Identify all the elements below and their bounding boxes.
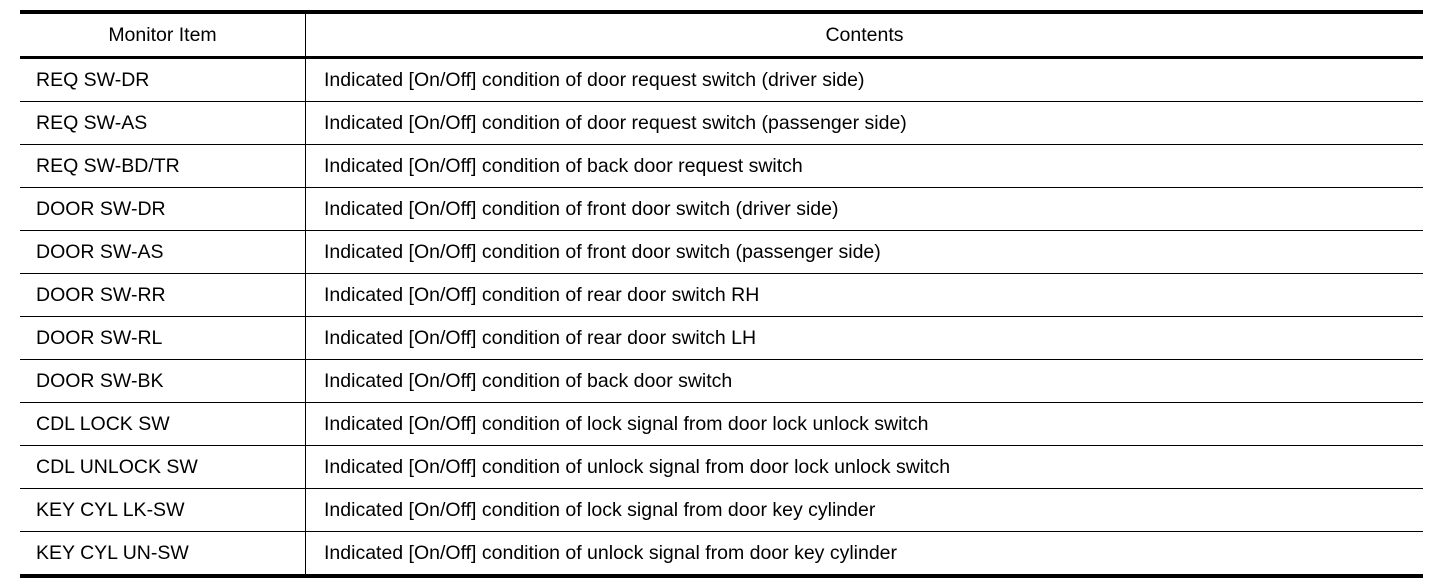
table-header-row: Monitor Item Contents — [20, 10, 1423, 59]
column-header-contents-label: Contents — [825, 23, 904, 46]
table-row: REQ SW-AS Indicated [On/Off] condition o… — [20, 101, 1423, 145]
cell-monitor-item: KEY CYL UN-SW — [20, 531, 306, 578]
contents-label: Indicated [On/Off] condition of lock sig… — [324, 412, 929, 435]
table-row: DOOR SW-RL Indicated [On/Off] condition … — [20, 316, 1423, 360]
cell-contents: Indicated [On/Off] condition of lock sig… — [305, 402, 1423, 446]
cell-monitor-item: CDL LOCK SW — [20, 402, 306, 446]
monitor-item-label: DOOR SW-RR — [36, 283, 166, 306]
table-body: REQ SW-DR Indicated [On/Off] condition o… — [20, 57, 1423, 578]
cell-monitor-item: DOOR SW-BK — [20, 359, 306, 403]
cell-contents: Indicated [On/Off] condition of rear doo… — [305, 316, 1423, 360]
contents-label: Indicated [On/Off] condition of back doo… — [324, 154, 803, 177]
table-row: CDL UNLOCK SW Indicated [On/Off] conditi… — [20, 445, 1423, 489]
table-row: DOOR SW-BK Indicated [On/Off] condition … — [20, 359, 1423, 403]
cell-monitor-item: DOOR SW-RR — [20, 273, 306, 317]
monitor-item-label: DOOR SW-DR — [36, 197, 166, 220]
table-header: Monitor Item Contents — [20, 10, 1423, 59]
column-header-monitor-item: Monitor Item — [20, 10, 306, 59]
table-row: KEY CYL LK-SW Indicated [On/Off] conditi… — [20, 488, 1423, 532]
table-row: REQ SW-BD/TR Indicated [On/Off] conditio… — [20, 144, 1423, 188]
contents-label: Indicated [On/Off] condition of back doo… — [324, 369, 733, 392]
table-row: DOOR SW-RR Indicated [On/Off] condition … — [20, 273, 1423, 317]
contents-label: Indicated [On/Off] condition of door req… — [324, 68, 865, 91]
monitor-item-label: CDL LOCK SW — [36, 412, 170, 435]
cell-monitor-item: REQ SW-DR — [20, 57, 306, 102]
monitor-item-label: REQ SW-DR — [36, 68, 150, 91]
cell-monitor-item: CDL UNLOCK SW — [20, 445, 306, 489]
monitor-item-label: KEY CYL LK-SW — [36, 498, 185, 521]
contents-label: Indicated [On/Off] condition of unlock s… — [324, 541, 898, 564]
contents-label: Indicated [On/Off] condition of unlock s… — [324, 455, 951, 478]
table-row: DOOR SW-DR Indicated [On/Off] condition … — [20, 187, 1423, 231]
contents-label: Indicated [On/Off] condition of rear doo… — [324, 326, 757, 349]
table-row: KEY CYL UN-SW Indicated [On/Off] conditi… — [20, 531, 1423, 578]
cell-monitor-item: DOOR SW-DR — [20, 187, 306, 231]
monitor-item-label: DOOR SW-RL — [36, 326, 163, 349]
table-row: CDL LOCK SW Indicated [On/Off] condition… — [20, 402, 1423, 446]
cell-monitor-item: KEY CYL LK-SW — [20, 488, 306, 532]
column-header-contents: Contents — [305, 10, 1423, 59]
contents-label: Indicated [On/Off] condition of lock sig… — [324, 498, 876, 521]
cell-contents: Indicated [On/Off] condition of unlock s… — [305, 531, 1423, 578]
data-monitor-item-table: Monitor Item Contents REQ SW-DR Indicate… — [20, 10, 1423, 578]
cell-contents: Indicated [On/Off] condition of back doo… — [305, 144, 1423, 188]
contents-label: Indicated [On/Off] condition of rear doo… — [324, 283, 760, 306]
monitor-item-label: CDL UNLOCK SW — [36, 455, 198, 478]
contents-label: Indicated [On/Off] condition of door req… — [324, 111, 907, 134]
cell-contents: Indicated [On/Off] condition of back doo… — [305, 359, 1423, 403]
monitor-item-label: DOOR SW-AS — [36, 240, 164, 263]
contents-label: Indicated [On/Off] condition of front do… — [324, 197, 839, 220]
monitor-item-label: REQ SW-BD/TR — [36, 154, 180, 177]
cell-contents: Indicated [On/Off] condition of rear doo… — [305, 273, 1423, 317]
cell-contents: Indicated [On/Off] condition of door req… — [305, 101, 1423, 145]
cell-contents: Indicated [On/Off] condition of front do… — [305, 230, 1423, 274]
monitor-item-label: REQ SW-AS — [36, 111, 148, 134]
cell-contents: Indicated [On/Off] condition of lock sig… — [305, 488, 1423, 532]
cell-monitor-item: REQ SW-AS — [20, 101, 306, 145]
contents-label: Indicated [On/Off] condition of front do… — [324, 240, 881, 263]
cell-monitor-item: DOOR SW-RL — [20, 316, 306, 360]
cell-monitor-item: DOOR SW-AS — [20, 230, 306, 274]
monitor-item-label: DOOR SW-BK — [36, 369, 164, 392]
monitor-item-label: KEY CYL UN-SW — [36, 541, 189, 564]
cell-contents: Indicated [On/Off] condition of front do… — [305, 187, 1423, 231]
cell-contents: Indicated [On/Off] condition of unlock s… — [305, 445, 1423, 489]
table-row: DOOR SW-AS Indicated [On/Off] condition … — [20, 230, 1423, 274]
column-header-monitor-item-label: Monitor Item — [108, 23, 217, 46]
cell-contents: Indicated [On/Off] condition of door req… — [305, 57, 1423, 102]
table-row: REQ SW-DR Indicated [On/Off] condition o… — [20, 57, 1423, 102]
cell-monitor-item: REQ SW-BD/TR — [20, 144, 306, 188]
